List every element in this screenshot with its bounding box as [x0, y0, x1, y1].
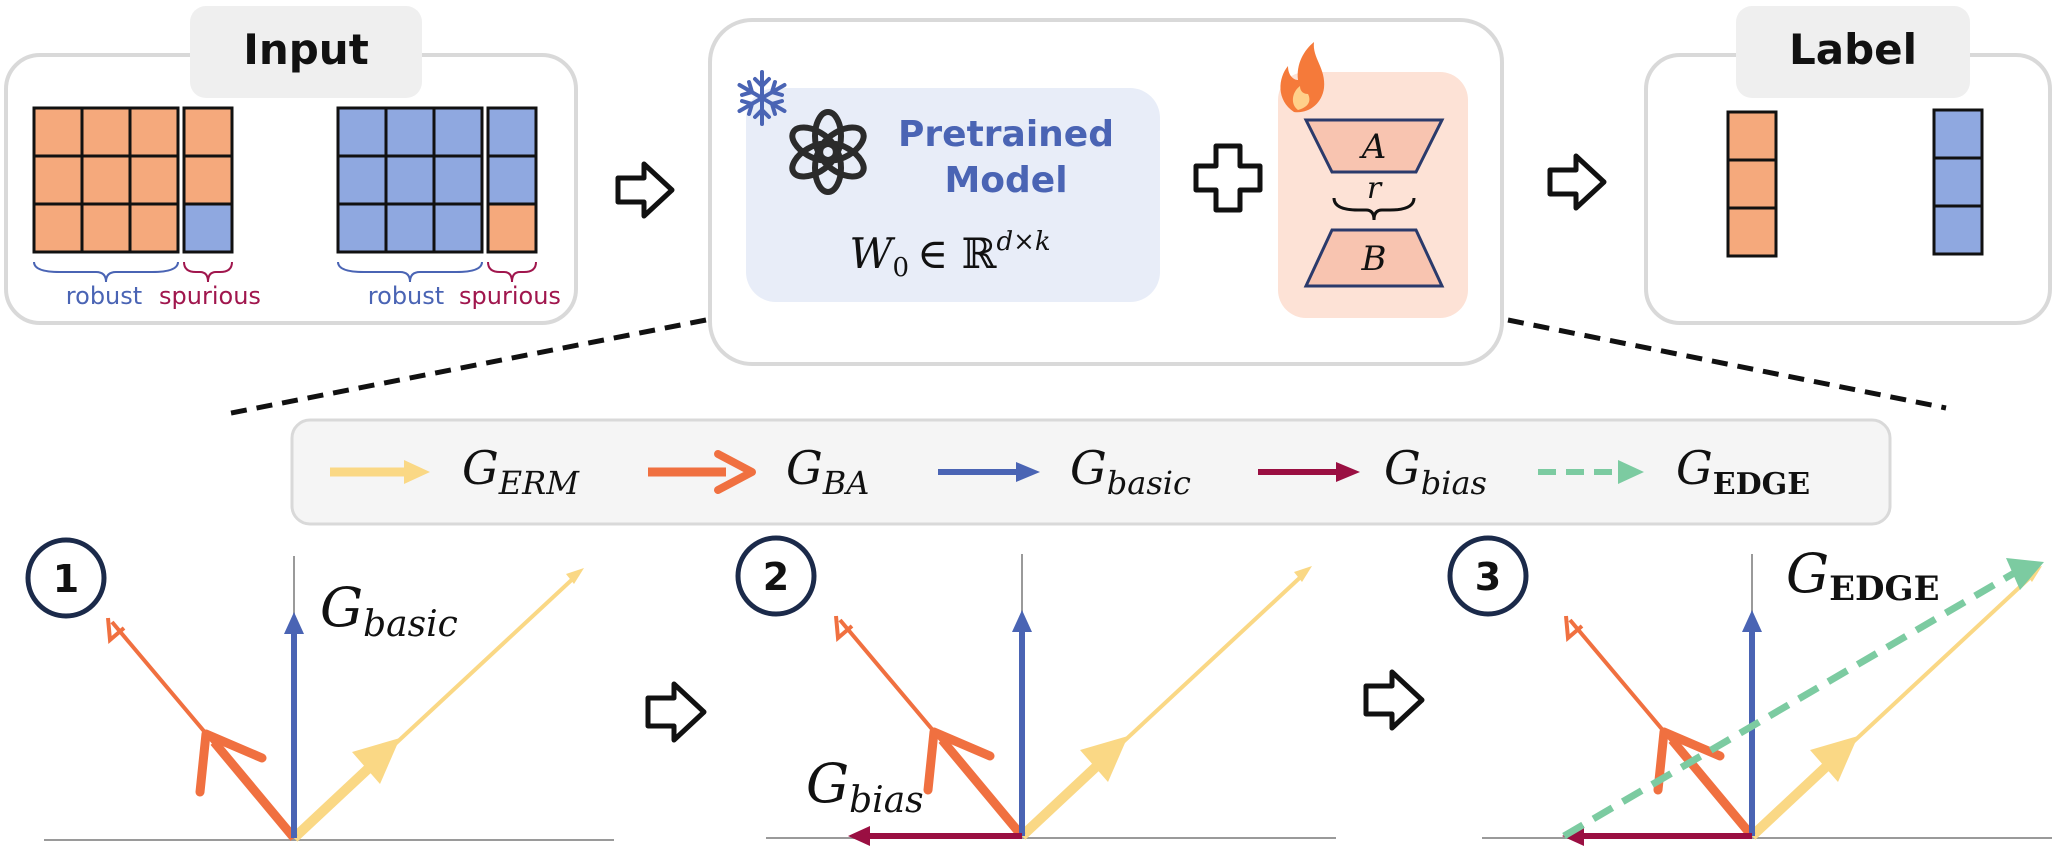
spurious-brace-left — [183, 261, 233, 283]
label-panel: Label — [1644, 6, 2052, 325]
lora-a-label: A — [1359, 127, 1387, 167]
spurious-brace-right — [487, 261, 537, 283]
lora-a-trapezoid — [1303, 118, 1445, 174]
flow-arrow-icon — [645, 681, 707, 743]
svg-text:GERM: GERM — [462, 441, 580, 502]
step-2-erm-arrow — [1018, 566, 1312, 840]
model-panel: Pretrained Model W0∈ ℝd×k A r B — [708, 18, 1504, 366]
rank-brace — [1332, 197, 1416, 221]
step-1-ba-arrow — [106, 617, 298, 841]
legend-item-edge: GEDGE — [1538, 441, 1810, 502]
legend-item-bias: Gbias — [1258, 441, 1487, 502]
openai-logo-icon — [789, 109, 867, 195]
flame-icon — [1280, 42, 1325, 113]
svg-text:GEDGE: GEDGE — [1676, 441, 1810, 502]
input-title: Input — [243, 25, 369, 74]
step-1-erm-arrow — [290, 568, 584, 842]
legend: GERM GBA Gbasic Gbias GEDGE — [290, 418, 1892, 526]
step-1-label: Gbasic — [320, 576, 458, 645]
step-2-label: Gbias — [806, 752, 924, 821]
lora-b-trapezoid — [1303, 228, 1445, 288]
step-2-bias-arrow — [848, 826, 1022, 846]
step-1-number: 1 — [53, 557, 79, 601]
input-left-grid — [32, 106, 234, 254]
zoom-line-left — [225, 317, 707, 417]
step-2-number: 2 — [763, 555, 789, 599]
svg-text:Gbasic: Gbasic — [1070, 441, 1191, 502]
input-right-grid — [336, 106, 538, 254]
flow-arrow-icon — [1363, 669, 1425, 731]
label-title: Label — [1789, 25, 1917, 74]
robust-label-left: robust — [66, 282, 142, 310]
step-3-ba-arrow — [1564, 615, 1756, 839]
step-3-number: 3 — [1475, 555, 1501, 599]
legend-item-ba: GBA — [648, 441, 869, 502]
label-orange-column — [1726, 110, 1778, 258]
step-2-diagram: 2 Gbias — [735, 535, 1336, 846]
pretrained-title-line1: Pretrained — [898, 114, 1114, 155]
flow-arrow-icon — [615, 161, 675, 219]
step-1-basic-arrow — [284, 612, 304, 838]
svg-text:Gbias: Gbias — [1384, 441, 1487, 502]
step-1-badge — [25, 537, 107, 619]
spurious-label-left: spurious — [159, 282, 261, 310]
lora-b-label: B — [1361, 239, 1387, 279]
legend-item-basic: Gbasic — [938, 441, 1191, 502]
legend-item-erm: GERM — [330, 441, 580, 502]
step-2-basic-arrow — [1012, 610, 1032, 836]
step-3-bias-arrow — [1562, 826, 1752, 846]
input-panel: Input robust spurious robust spurious — [4, 6, 578, 325]
label-blue-column — [1932, 108, 1984, 256]
step-3-erm-arrow — [1748, 566, 2042, 840]
plus-icon — [1193, 143, 1263, 213]
snowflake-icon — [737, 70, 787, 126]
step-2-badge — [735, 535, 817, 617]
step-3-diagram: 3 GEDGE — [1447, 535, 2052, 846]
robust-brace-right — [337, 261, 483, 283]
flow-arrow-icon — [1547, 153, 1607, 211]
pretrained-box — [746, 88, 1160, 302]
zoom-line-right — [1507, 317, 1947, 411]
robust-label-right: robust — [368, 282, 444, 310]
step-3-badge — [1447, 535, 1529, 617]
pretrained-title-line2: Model — [944, 160, 1067, 201]
step-2-ba-arrow — [834, 615, 1026, 839]
lora-rank-label: r — [1367, 171, 1383, 206]
step-1-diagram: 1 Gbasic — [25, 537, 614, 842]
step-3-basic-arrow — [1742, 610, 1762, 836]
svg-text:GBA: GBA — [786, 441, 869, 502]
weight-formula: W0∈ ℝd×k — [849, 227, 1050, 283]
robust-brace-left — [33, 261, 179, 283]
step-3-label: GEDGE — [1786, 542, 1940, 609]
spurious-label-right: spurious — [459, 282, 561, 310]
step-3-edge-arrow — [1562, 558, 2044, 840]
